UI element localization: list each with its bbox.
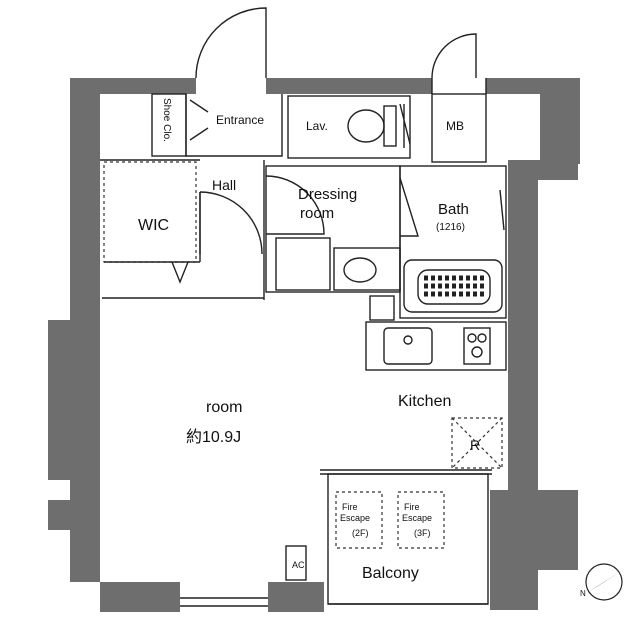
compass-icon: N [580, 563, 623, 601]
fire-escape-hatch-2f [335, 491, 383, 549]
compass-north-label: N [580, 589, 586, 598]
kitchen-sink-icon [383, 327, 433, 365]
stove-icon [463, 327, 491, 365]
refrigerator-icon [451, 417, 503, 469]
label-fire-escape-2f-word1: Fire [342, 502, 358, 512]
label-fire-escape-3f-floor: (3F) [414, 528, 431, 538]
label-bath: Bath [438, 201, 469, 218]
fixtures [275, 103, 505, 581]
label-fire-escape-2f-floor: (2F) [352, 528, 369, 538]
room-labels: Shoe Clo. Entrance Lav. MB Hall Dressing… [138, 98, 480, 582]
bathtub-icon [403, 189, 505, 313]
fire-escape-hatch-3f [397, 491, 445, 549]
toilet-icon [347, 103, 411, 148]
exterior-walls [48, 78, 580, 612]
label-bath-size: (1216) [436, 222, 465, 233]
label-lavatory: Lav. [306, 119, 328, 133]
label-ac: AC [292, 560, 305, 570]
label-fire-escape-3f-word1: Fire [404, 502, 420, 512]
label-room: room [206, 399, 242, 416]
label-entrance: Entrance [216, 113, 264, 127]
label-hall: Hall [212, 177, 236, 193]
washbasin-icon [275, 237, 401, 291]
label-dressing: Dressing [298, 186, 357, 203]
label-balcony: Balcony [362, 565, 419, 582]
label-mb: MB [446, 119, 464, 133]
interior-walls [100, 78, 507, 607]
ac-unit-icon [285, 545, 307, 581]
label-dressing-room: room [300, 205, 334, 222]
label-refrigerator: R [470, 437, 480, 453]
label-kitchen: Kitchen [398, 393, 451, 410]
label-fire-escape-3f-word2: Escape [402, 513, 432, 523]
label-fire-escape-2f-word2: Escape [340, 513, 370, 523]
label-room-size: 約10.9J [186, 428, 241, 446]
label-shoe-closet: Shoe Clo. [161, 98, 172, 142]
label-wic: WIC [138, 217, 169, 234]
doors [171, 7, 477, 284]
